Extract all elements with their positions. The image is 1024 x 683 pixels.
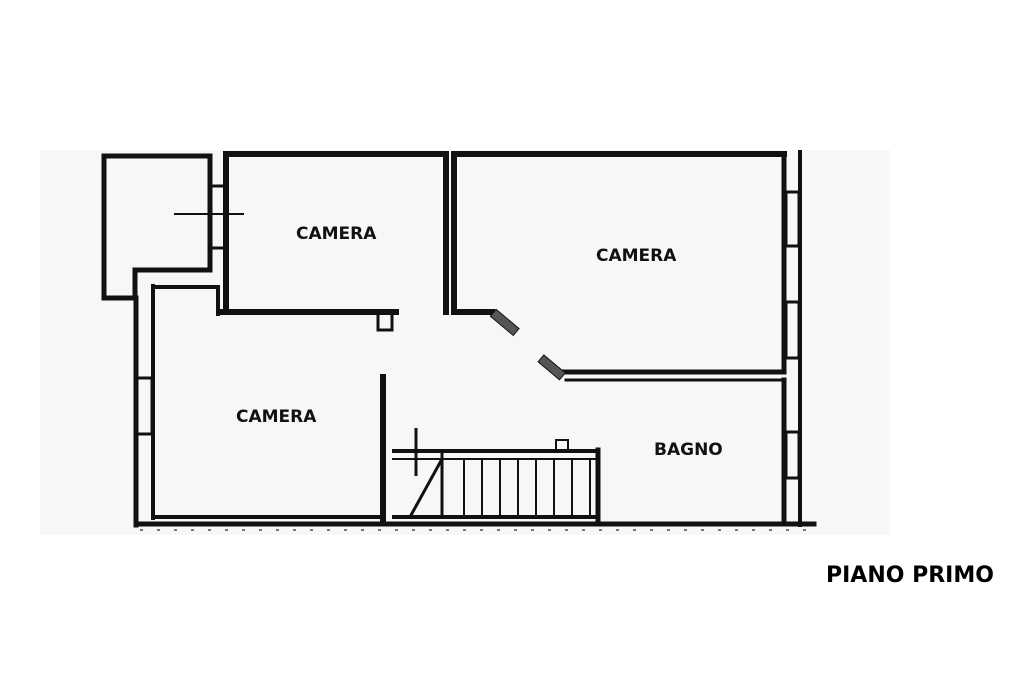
door-leaf-bagno (537, 354, 567, 381)
windows (135, 184, 801, 480)
door-jamb-left (376, 310, 394, 332)
door-leaf-camera-tr (489, 308, 520, 337)
wall-camera-bl-top (151, 285, 220, 316)
room-label-bagno: BAGNO (654, 440, 723, 460)
window-right-2 (784, 300, 801, 360)
stair-newel (555, 439, 569, 453)
window-left (135, 376, 154, 436)
doors (489, 308, 567, 381)
room-label-camera-top-right: CAMERA (596, 246, 677, 266)
window-right-1 (784, 190, 801, 248)
floor-title: PIANO PRIMO (826, 563, 994, 588)
closet-outline (101, 153, 213, 301)
room-label-camera-bottom-left: CAMERA (236, 407, 317, 427)
staircase (392, 428, 598, 519)
window-closet (208, 184, 228, 250)
room-label-camera-top-left: CAMERA (296, 224, 377, 244)
wall-camera-tr-left (451, 151, 495, 315)
stair-landing-diagonal (408, 458, 444, 518)
window-right-3 (784, 430, 801, 480)
